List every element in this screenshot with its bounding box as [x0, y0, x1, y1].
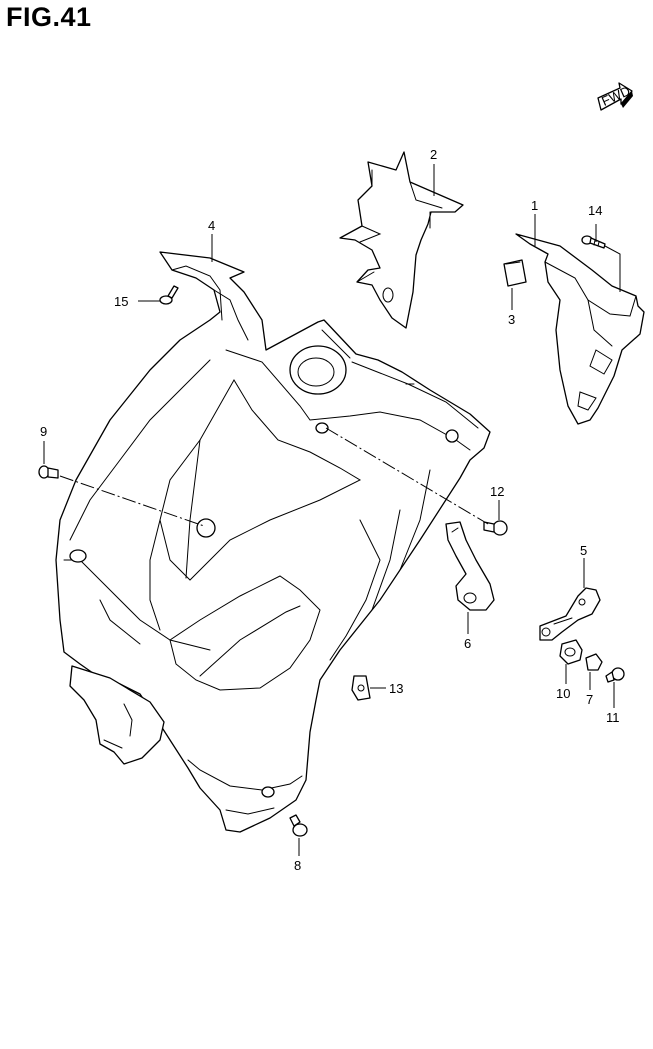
part-10-grommet: [559, 639, 583, 665]
callout-5: 5: [580, 543, 587, 558]
part-4-inner-panel: [55, 251, 491, 833]
callout-7: 7: [586, 692, 593, 707]
fwd-arrow-icon: FWD: [597, 82, 633, 111]
fwd-label: FWD: [599, 83, 632, 109]
part-9-bolt-icon: [38, 465, 59, 479]
part-3-pad: [503, 259, 527, 287]
part-2-bracket: [339, 151, 464, 329]
part-7-collar: [585, 653, 603, 671]
callout-10: 10: [556, 686, 570, 701]
part-8-bolt-icon: [289, 814, 308, 837]
callout-9: 9: [40, 424, 47, 439]
callout-11: 11: [606, 710, 620, 725]
part-13-clip-nut: [351, 675, 371, 701]
part-11-bolt-icon: [605, 667, 625, 683]
callout-8: 8: [294, 858, 301, 873]
part-12-bolt-icon: [483, 520, 508, 536]
callout-3: 3: [508, 312, 515, 327]
part-5-stay: [539, 587, 601, 641]
callout-14: 14: [588, 203, 602, 218]
leader-lines: [43, 164, 621, 856]
part-6-bracket: [445, 521, 495, 611]
callout-4: 4: [208, 218, 215, 233]
part-15-screw-icon: [159, 285, 179, 305]
callout-2: 2: [430, 147, 437, 162]
callout-6: 6: [464, 636, 471, 651]
callout-13: 13: [389, 681, 403, 696]
part-1-bracket: [515, 233, 645, 425]
callout-labels: 1 2 3 4 5 6 7 8 9 10 11 12 13 14 15: [40, 147, 620, 873]
callout-12: 12: [490, 484, 504, 499]
callout-15: 15: [114, 294, 128, 309]
figure-title: FIG.41: [6, 2, 92, 32]
callout-1: 1: [531, 198, 538, 213]
part-14-screw-icon: [581, 235, 606, 249]
